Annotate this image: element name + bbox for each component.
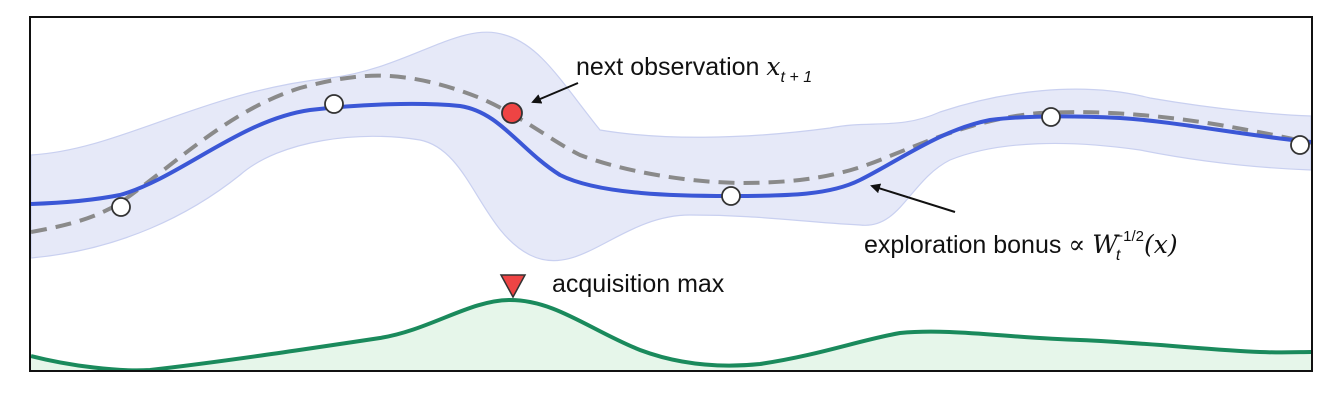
acquisition-max-marker [499,274,527,299]
bonus-argument: (x) [1143,230,1178,259]
acquisition-fill [31,300,1311,370]
proportional-symbol: ∝ [1068,230,1086,259]
acquisition-max-label: acquisition max [552,272,724,297]
acquisition-line [31,297,1311,370]
bonus-variable: W [1092,230,1118,259]
observation-point [1041,107,1061,127]
next-observation-arrow [531,82,579,104]
posterior-mean-line [31,101,1311,206]
bonus-subscript: t [1115,247,1121,264]
observation-point [111,197,131,217]
next-observation-label: next observation xt + 1 [576,52,812,86]
next-observation-text: next observation [576,53,760,81]
true-function-dashed [31,73,1311,234]
next-observation-variable: x [766,52,781,81]
exploration-bonus-text: exploration bonus [864,231,1062,259]
next-observation-subscript: t + 1 [780,69,813,86]
acquisition-max-text: acquisition max [552,270,725,298]
exploration-bonus-arrow [870,183,956,213]
observation-point [324,94,344,114]
next-observation-point [501,102,523,124]
uncertainty-band [31,31,1311,262]
exploration-bonus-label: exploration bonus ∝ Wt −1/2(x) [864,229,1178,264]
observation-point [721,186,741,206]
observation-point [1290,135,1310,155]
bonus-superscript: −1/2 [1114,228,1144,245]
